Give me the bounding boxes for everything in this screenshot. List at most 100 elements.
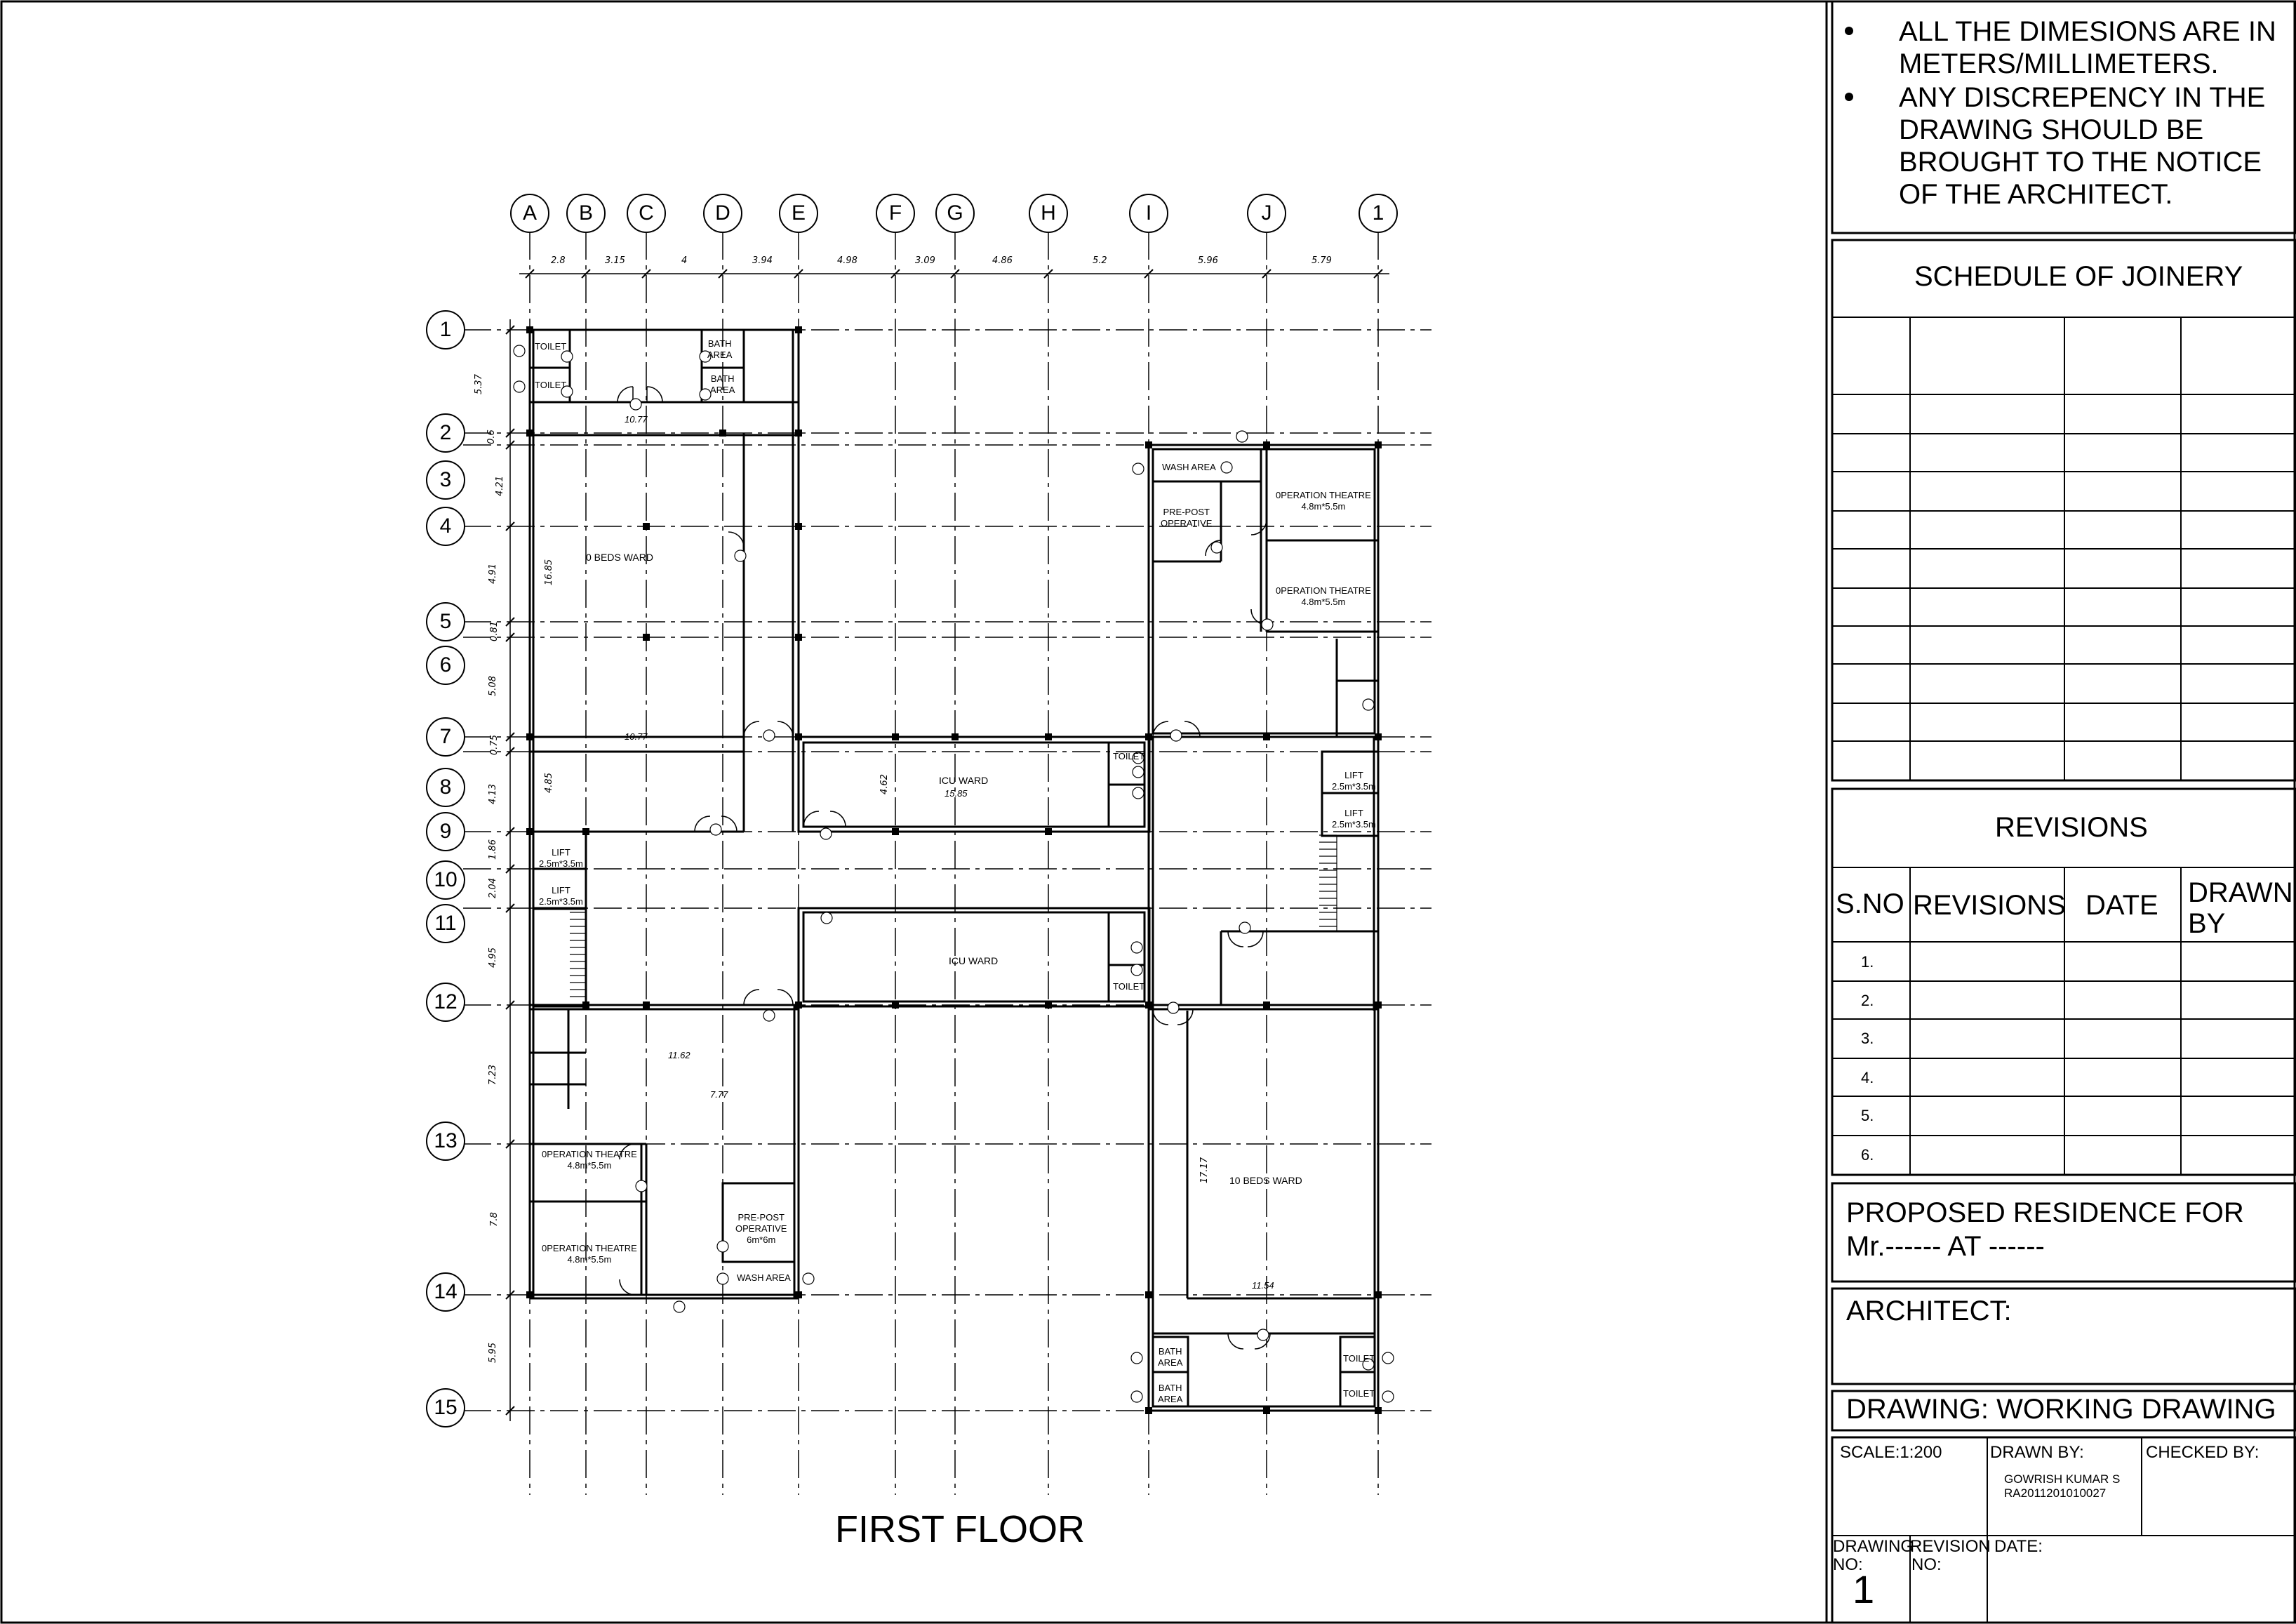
note-line: BROUGHT TO THE NOTICE	[1899, 147, 2262, 178]
grid-bubble-row: 3	[426, 460, 465, 500]
grid-bubble-col: B	[566, 194, 606, 233]
room-wash: WASH AREA	[1162, 462, 1216, 472]
room-ward: 10 BEDS WARD	[1229, 1175, 1302, 1186]
room-theatre: 0PERATION THEATRE 4.8m*5.5m	[1276, 490, 1371, 512]
grid-bubble-row: 8	[426, 768, 465, 807]
grid-col-label: I	[1145, 201, 1152, 225]
revision-row-number: 3.	[1861, 1030, 1874, 1047]
column-dimension: 3.94	[752, 255, 773, 266]
room-icu: ICU WARD	[949, 955, 999, 966]
drawing-no-label: DRAWING	[1833, 1537, 1914, 1556]
column-dimension: 5.96	[1198, 255, 1218, 266]
grid-row-label: 13	[434, 1129, 458, 1152]
grid-bubble-col: F	[876, 194, 915, 233]
grid-bubble-row: 4	[426, 507, 465, 546]
joinery-table-grid	[1832, 317, 2296, 780]
row-dimension: 1.86	[487, 839, 498, 860]
column-dimension: 5.2	[1093, 255, 1107, 266]
revision-row-number: 4.	[1861, 1069, 1874, 1086]
row-dimension: 4.21	[494, 476, 505, 496]
revision-no-label: REVISION	[1910, 1537, 1991, 1556]
grid-bubble-row: 15	[426, 1388, 465, 1427]
room-dimension: 11.62	[668, 1050, 690, 1060]
row-dimension: 4.91	[487, 564, 498, 584]
room-theatre: 0PERATION THEATRE 4.8m*5.5m	[1276, 585, 1371, 607]
grid-row-label: 9	[439, 820, 452, 843]
room-lift: LIFT 2.5m*3.5m	[1332, 808, 1376, 830]
grid-col-label: A	[522, 201, 537, 225]
grid-bubble-row: 10	[426, 860, 465, 900]
room-dimension: 4.62	[879, 774, 890, 794]
grid-bubble-row: 9	[426, 812, 465, 851]
room-dimension: 7.77	[710, 1089, 728, 1100]
room-toilet: TOILET	[1343, 1353, 1375, 1364]
room-toilet: TOILET	[1343, 1388, 1375, 1399]
room-toilet: TOILET	[535, 380, 567, 390]
grid-row-label: 4	[439, 514, 452, 538]
floor-title: FIRST FLOOR	[835, 1508, 1086, 1550]
room-bath: BATH AREA	[1158, 1346, 1183, 1368]
revision-no-label: NO:	[1911, 1555, 1942, 1574]
grid-col-label: B	[578, 201, 593, 225]
row-dimension: 0.6	[486, 430, 497, 444]
room-dimension: 15.85	[945, 788, 968, 799]
grid-row-label: 3	[439, 468, 452, 491]
drawing-number: 1	[1853, 1567, 1875, 1611]
grid-row-label: 2	[439, 421, 452, 444]
grid-bubble-col: A	[510, 194, 549, 233]
room-dimension: 10.77	[625, 731, 648, 742]
room-wash: WASH AREA	[737, 1272, 791, 1283]
revisions-title: REVISIONS	[1995, 812, 2148, 843]
grid-row-label: 12	[434, 990, 458, 1013]
room-lift: LIFT 2.5m*3.5m	[539, 847, 583, 869]
schedule-title: SCHEDULE OF JOINERY	[1914, 261, 2243, 292]
room-prepost: PRE-POST OPERATIVE	[1161, 507, 1213, 528]
grid-bubble-col: H	[1029, 194, 1068, 233]
room-lift: LIFT 2.5m*3.5m	[1332, 770, 1376, 792]
grid-bubble-row: 11	[426, 904, 465, 943]
revisions-col-sno: S.NO	[1836, 888, 1904, 919]
revisions-table-grid	[1832, 867, 2296, 1175]
row-dimension: 7.8	[488, 1212, 500, 1227]
row-dimension: 2.04	[487, 878, 498, 898]
column-dimension: 2.8	[551, 255, 566, 266]
grid-bubble-col: C	[627, 194, 666, 233]
row-dimension: 5.08	[487, 676, 498, 696]
drawing-no-label: NO:	[1833, 1555, 1863, 1574]
note-line: DRAWING SHOULD BE	[1899, 114, 2204, 145]
row-dimension: 0.81	[488, 621, 500, 641]
scale-label: SCALE:1:200	[1840, 1443, 1942, 1462]
grid-bubble-row: 1	[426, 310, 465, 350]
architect-label: ARCHITECT:	[1846, 1296, 2012, 1326]
grid-row-label: 15	[434, 1396, 458, 1419]
row-dimension: 4.95	[487, 947, 498, 968]
row-dimension: 5.37	[473, 374, 484, 394]
grid-row-label: 6	[439, 653, 452, 677]
grid-bubble-row: 13	[426, 1122, 465, 1161]
grid-bubble-col: I	[1129, 194, 1168, 233]
row-dimension: 4.13	[487, 784, 498, 804]
room-theatre: 0PERATION THEATRE 4.8m*5.5m	[542, 1243, 637, 1265]
room-theatre: 0PERATION THEATRE 4.8m*5.5m	[542, 1149, 637, 1171]
dimension-lines	[505, 269, 1389, 1421]
room-lift: LIFT 2.5m*3.5m	[539, 885, 583, 907]
door-swings	[617, 386, 1271, 1350]
grid-bubble-col: J	[1247, 194, 1286, 233]
grid-col-label: C	[639, 201, 654, 225]
grid-col-label: H	[1041, 201, 1056, 225]
grid-row-label: 7	[439, 725, 452, 748]
note-line: ALL THE DIMESIONS ARE IN	[1899, 16, 2276, 47]
bullet-icon	[1845, 27, 1853, 35]
revisions-col-drawn: DRAWN	[2188, 877, 2293, 908]
walls	[528, 328, 1380, 1412]
grid-row-label: 10	[434, 868, 458, 891]
grid-bubble-col: D	[703, 194, 742, 233]
revision-row-number: 2.	[1861, 992, 1874, 1009]
column-dimension: 3.09	[915, 255, 935, 266]
room-toilet: TOILET	[1113, 981, 1145, 992]
column-dimension: 4.86	[992, 255, 1013, 266]
grid-col-label: G	[947, 201, 963, 225]
bullet-icon	[1845, 93, 1853, 101]
date-label: DATE:	[1994, 1537, 2043, 1556]
column-dimension: 3.15	[605, 255, 625, 266]
